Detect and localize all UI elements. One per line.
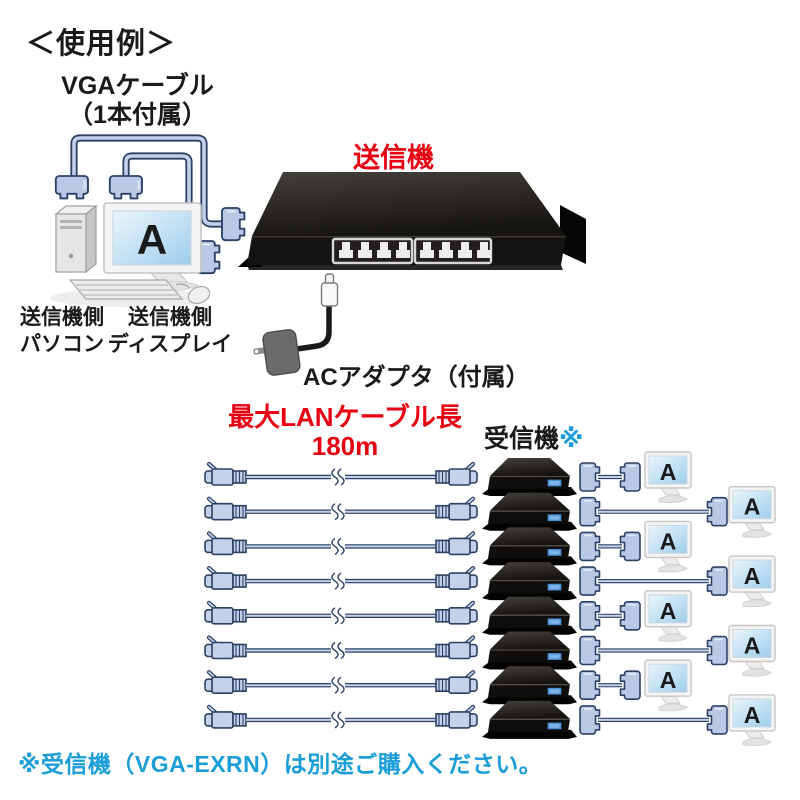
lan-length-line1: 最大LANケーブル長 xyxy=(228,402,462,432)
lan-cables xyxy=(205,464,477,728)
receiver-label-text: 受信機 xyxy=(484,425,560,453)
page-title: ＜使用例＞ xyxy=(26,28,177,60)
display-side-label: 送信機側 ディスプレイ xyxy=(106,304,234,359)
ac-cable xyxy=(294,302,332,352)
mouse-icon xyxy=(175,283,211,305)
rj45-port-icon xyxy=(439,242,453,258)
rj45-port-icon xyxy=(377,242,391,258)
pc-screen-letter: A xyxy=(137,216,167,263)
keyboard-icon xyxy=(68,279,184,300)
lan-length-label: 最大LANケーブル長 180m xyxy=(215,402,475,462)
rj45-port-icon xyxy=(420,242,434,258)
transmitter-label: 送信機 xyxy=(353,143,434,173)
rj45-port-icon xyxy=(458,242,472,258)
ac-adapter-body-icon xyxy=(253,329,301,376)
rj45-port-icon xyxy=(396,242,410,258)
ac-adapter-label: ACアダプタ（付属） xyxy=(303,364,530,391)
pc-side-label: 送信機側 パソコン xyxy=(6,304,118,359)
pc-tower-icon xyxy=(54,204,98,274)
transmitter-lan-ports xyxy=(331,237,493,265)
receiver-note-mark: ※ xyxy=(559,425,584,453)
vga-cable-label-line2: （1本付属） xyxy=(68,100,207,129)
bottom-note: ※受信機（VGA-EXRN）は別途ご購入ください。 xyxy=(18,751,543,777)
pc-and-display: A xyxy=(50,202,211,307)
pc-side-label-line2: パソコン xyxy=(20,333,104,357)
receivers xyxy=(481,457,578,740)
display-side-label-line1: 送信機側 xyxy=(128,306,212,329)
lan-length-line2: 180m xyxy=(311,431,379,462)
vga-cable-label-line1: VGAケーブル xyxy=(61,72,214,100)
transmitter-box xyxy=(238,172,586,270)
pc-display-icon: A xyxy=(103,202,202,292)
vga-cable-label: VGAケーブル （1本付属） xyxy=(45,72,230,130)
pc-side-label-line1: 送信機側 xyxy=(20,306,104,329)
receiver-label: 受信機※ xyxy=(484,419,583,455)
display-side-label-line2: ディスプレイ xyxy=(107,333,233,357)
ac-adapter xyxy=(253,273,339,376)
receiver-monitors xyxy=(644,451,776,747)
rj45-port-icon xyxy=(339,242,353,258)
rj45-port-icon xyxy=(477,242,491,258)
rj45-port-icon xyxy=(358,242,372,258)
dc-plug-icon xyxy=(320,282,339,307)
